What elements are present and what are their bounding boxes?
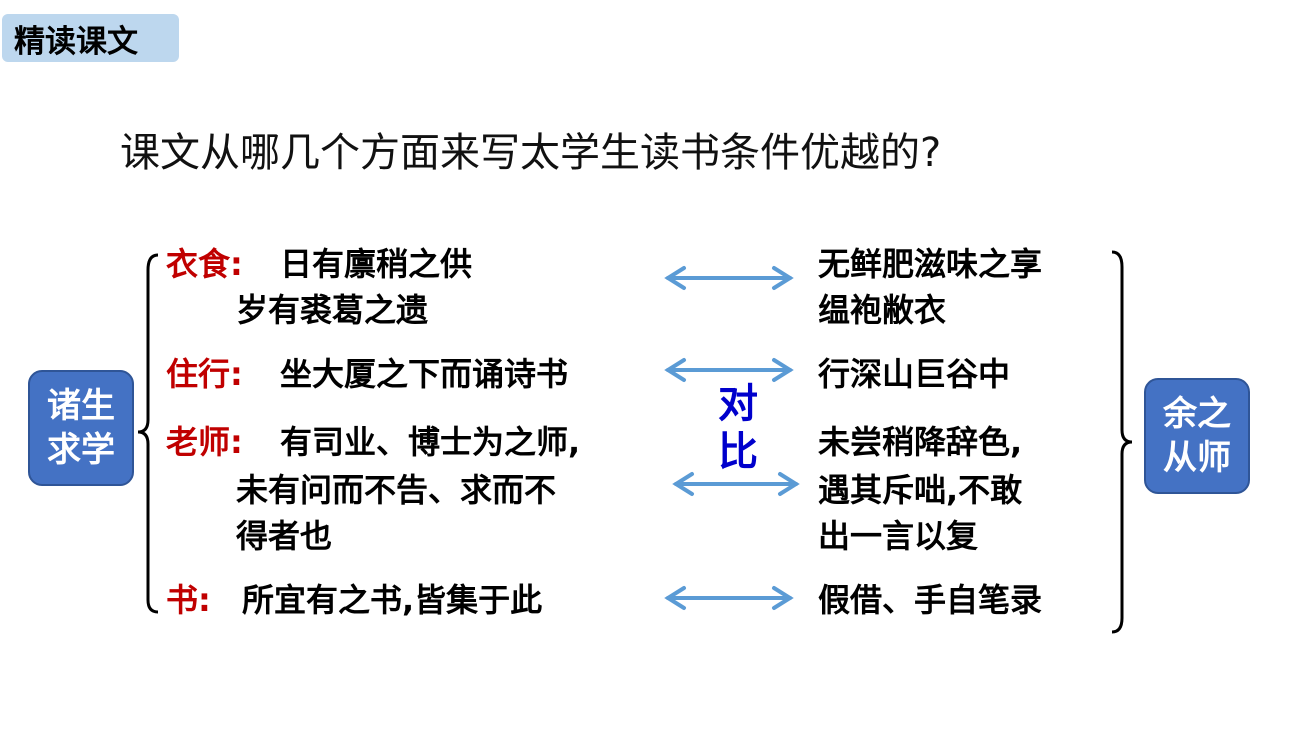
compare-char: 对 (718, 381, 758, 427)
right-text: 行深山巨谷中 (818, 355, 1011, 393)
right-text: 遇其斥咄,不敢 (818, 471, 1023, 509)
compare-label: 对比 (714, 380, 762, 476)
left-text: 坐大厦之下而诵诗书 (280, 355, 569, 393)
author-box: 余之从师 (1144, 378, 1250, 494)
box-line: 余之 (1163, 394, 1231, 434)
right-text: 出一言以复 (818, 517, 979, 555)
left-text: 日有廪稍之供 (280, 245, 473, 283)
left-text: 岁有裘葛之遗 (236, 291, 429, 329)
box-line: 诸生 (47, 386, 115, 426)
right-text: 缊袍敝衣 (818, 291, 947, 329)
left-text: 未有问而不告、求而不 (236, 471, 557, 509)
students-box: 诸生求学 (28, 370, 134, 486)
left-text: 所宜有之书,皆集于此 (242, 581, 543, 619)
right-text: 无鲜肥滋味之享 (818, 245, 1043, 283)
section-tag: 精读课文 (2, 14, 179, 62)
box-line: 求学 (47, 430, 115, 470)
left-text: 有司业、博士为之师, (280, 423, 581, 461)
box-line: 从师 (1163, 438, 1231, 478)
right-text: 未尝稍降辞色, (818, 423, 1023, 461)
left-text: 得者也 (236, 517, 333, 555)
question-title: 课文从哪几个方面来写太学生读书条件优越的? (120, 130, 942, 176)
right-text: 假借、手自笔录 (818, 581, 1043, 619)
label-teacher: 老师: (166, 423, 243, 461)
label-food: 衣食: (166, 245, 243, 283)
label-living: 住行: (166, 355, 243, 393)
compare-char: 比 (718, 429, 758, 475)
label-books: 书: (166, 581, 211, 619)
